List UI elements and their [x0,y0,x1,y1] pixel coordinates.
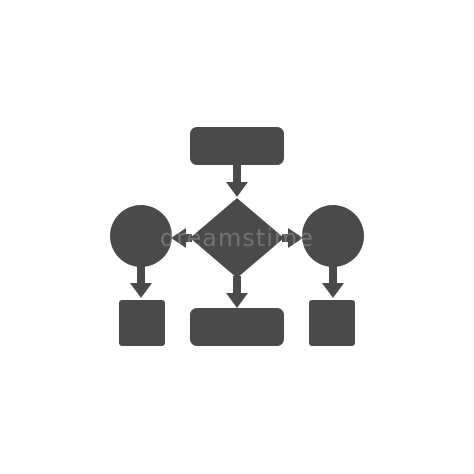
top-process-box [190,127,284,165]
decision-diamond [190,198,284,278]
bottom-center-arrow-head [226,293,248,308]
bottom-center-process-box [190,308,284,346]
top-arrow-head [226,182,248,197]
left-arrow-head [171,228,186,248]
top-connector-line [233,165,241,187]
left-down-arrow-head [130,283,152,298]
right-vertical-connector-line [329,265,337,287]
bottom-center-connector-line [233,276,241,298]
right-circle-node [302,205,364,267]
left-bottom-box [119,300,165,346]
right-bottom-box [309,300,355,346]
right-down-arrow-head [322,283,344,298]
left-vertical-connector-line [137,265,145,287]
right-arrow-head [288,228,303,248]
left-circle-node [110,205,172,267]
